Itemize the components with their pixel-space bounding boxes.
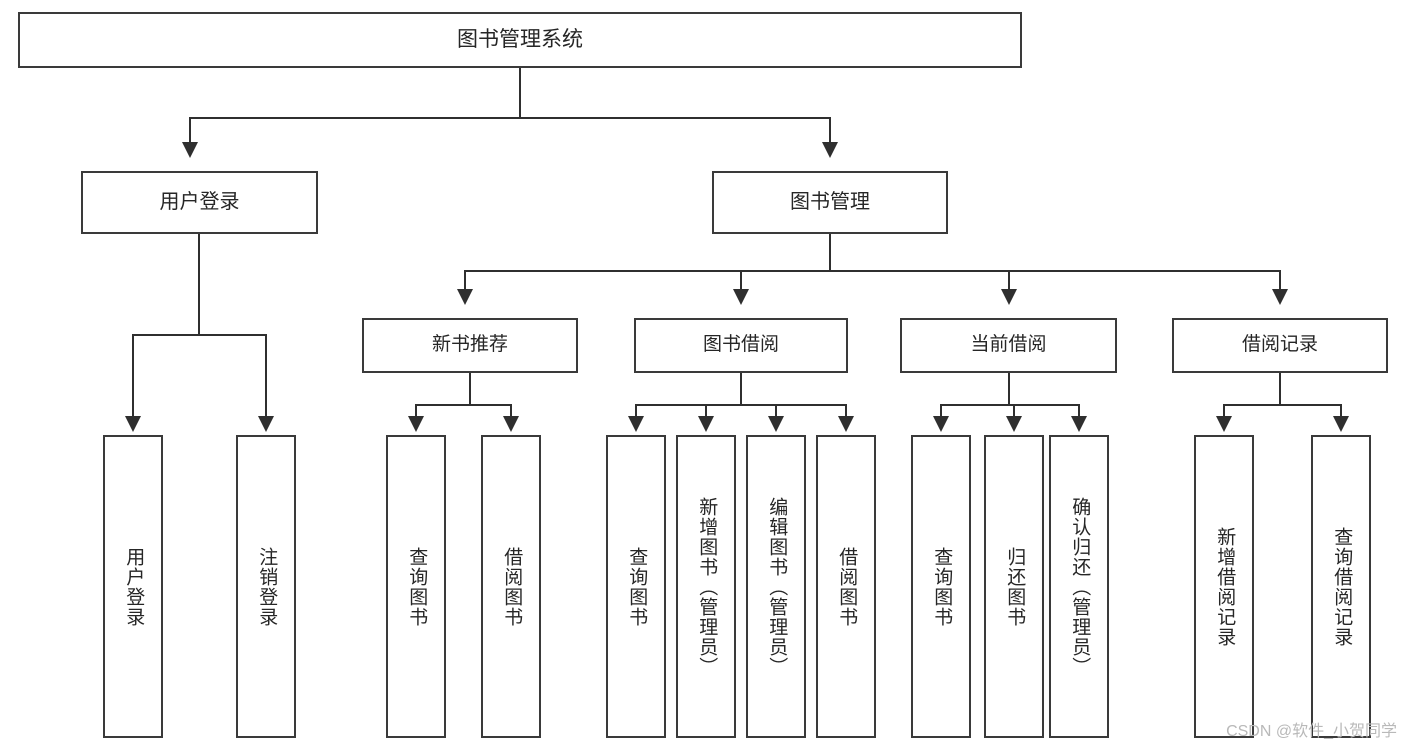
node-book-management[interactable]: 图书管理 — [712, 171, 948, 234]
edge-book-mgmt-bus — [464, 270, 1280, 272]
node-label: 确认归还（管理员） — [1069, 496, 1091, 677]
edge-root-bus — [189, 117, 831, 119]
node-current-borrow[interactable]: 当前借阅 — [900, 318, 1117, 373]
edge-book-mgmt-drop-1 — [464, 270, 466, 291]
arrow-root-to-book-mgmt — [822, 142, 838, 158]
edge-new-book-stem — [469, 373, 471, 405]
leaf-new-book-borrow[interactable]: 借阅图书 — [481, 435, 541, 738]
node-new-book-recommend[interactable]: 新书推荐 — [362, 318, 578, 373]
arrow-book-borrow-leaf-3 — [768, 416, 784, 432]
edge-current-borrow-drop-1 — [940, 404, 942, 418]
edge-book-mgmt-drop-2 — [740, 270, 742, 291]
edge-current-borrow-drop-3 — [1078, 404, 1080, 418]
edge-new-book-drop-1 — [415, 404, 417, 418]
arrow-user-login-leaf-2 — [258, 416, 274, 432]
edge-book-borrow-stem — [740, 373, 742, 405]
node-label: 借阅图书 — [501, 546, 523, 627]
edge-current-borrow-bus — [940, 404, 1079, 406]
edge-borrow-record-bus — [1223, 404, 1341, 406]
node-label: 新书推荐 — [431, 334, 508, 356]
node-label: 借阅图书 — [836, 546, 858, 627]
edge-root-to-book-mgmt — [829, 117, 831, 144]
edge-current-borrow-stem — [1008, 373, 1010, 405]
edge-book-borrow-drop-3 — [775, 404, 777, 418]
arrow-book-mgmt-child-2 — [733, 289, 749, 305]
leaf-current-borrow-confirm[interactable]: 确认归还（管理员） — [1049, 435, 1109, 738]
leaf-borrow-record-query[interactable]: 查询借阅记录 — [1311, 435, 1371, 738]
node-label: 新增借阅记录 — [1214, 526, 1236, 647]
leaf-current-borrow-return[interactable]: 归还图书 — [984, 435, 1044, 738]
leaf-book-borrow-add[interactable]: 新增图书（管理员） — [676, 435, 736, 738]
leaf-borrow-record-add[interactable]: 新增借阅记录 — [1194, 435, 1254, 738]
node-borrow-record[interactable]: 借阅记录 — [1172, 318, 1388, 373]
leaf-current-borrow-query[interactable]: 查询图书 — [911, 435, 971, 738]
edge-user-login-stem — [198, 234, 200, 335]
node-label: 注销登录 — [256, 546, 278, 627]
node-label: 查询借阅记录 — [1331, 526, 1353, 647]
arrow-borrow-record-leaf-2 — [1333, 416, 1349, 432]
edge-root-stem — [519, 68, 521, 118]
leaf-book-borrow-borrow[interactable]: 借阅图书 — [816, 435, 876, 738]
edge-book-mgmt-drop-4 — [1279, 270, 1281, 291]
arrow-current-borrow-leaf-1 — [933, 416, 949, 432]
edge-book-mgmt-drop-3 — [1008, 270, 1010, 291]
node-label: 编辑图书（管理员） — [766, 496, 788, 677]
node-label: 图书借阅 — [702, 334, 779, 356]
node-label: 用户登录 — [123, 546, 145, 627]
node-label: 查询图书 — [406, 546, 428, 627]
edge-book-borrow-drop-2 — [705, 404, 707, 418]
arrow-user-login-leaf-1 — [125, 416, 141, 432]
node-root-system[interactable]: 图书管理系统 — [18, 12, 1022, 68]
arrow-root-to-user-login — [182, 142, 198, 158]
leaf-book-borrow-query[interactable]: 查询图书 — [606, 435, 666, 738]
node-label: 借阅记录 — [1241, 334, 1318, 356]
edge-current-borrow-drop-2 — [1013, 404, 1015, 418]
arrow-new-book-leaf-1 — [408, 416, 424, 432]
edge-book-borrow-bus — [635, 404, 846, 406]
leaf-book-borrow-edit[interactable]: 编辑图书（管理员） — [746, 435, 806, 738]
arrow-book-borrow-leaf-1 — [628, 416, 644, 432]
edge-root-to-user-login — [189, 117, 191, 144]
node-label: 当前借阅 — [970, 334, 1047, 356]
arrow-book-borrow-leaf-2 — [698, 416, 714, 432]
edge-borrow-record-drop-1 — [1223, 404, 1225, 418]
node-label: 查询图书 — [626, 546, 648, 627]
node-label: 图书管理 — [790, 190, 870, 213]
edge-borrow-record-stem — [1279, 373, 1281, 405]
node-label: 图书管理系统 — [457, 27, 583, 51]
arrow-current-borrow-leaf-2 — [1006, 416, 1022, 432]
arrow-current-borrow-leaf-3 — [1071, 416, 1087, 432]
leaf-user-login-login[interactable]: 用户登录 — [103, 435, 163, 738]
arrow-book-borrow-leaf-4 — [838, 416, 854, 432]
edge-user-login-drop-2 — [265, 334, 267, 418]
edge-book-borrow-drop-1 — [635, 404, 637, 418]
arrow-new-book-leaf-2 — [503, 416, 519, 432]
arrow-book-mgmt-child-4 — [1272, 289, 1288, 305]
edge-new-book-drop-2 — [510, 404, 512, 418]
edge-book-mgmt-stem — [829, 234, 831, 271]
node-label: 新增图书（管理员） — [696, 496, 718, 677]
node-label: 用户登录 — [159, 190, 240, 213]
leaf-new-book-query[interactable]: 查询图书 — [386, 435, 446, 738]
arrow-book-mgmt-child-1 — [457, 289, 473, 305]
arrow-borrow-record-leaf-1 — [1216, 416, 1232, 432]
edge-new-book-bus — [415, 404, 511, 406]
node-book-borrow[interactable]: 图书借阅 — [634, 318, 848, 373]
node-label: 归还图书 — [1004, 546, 1026, 627]
edge-user-login-drop-1 — [132, 334, 134, 418]
node-label: 查询图书 — [931, 546, 953, 627]
node-user-login[interactable]: 用户登录 — [81, 171, 318, 234]
edge-borrow-record-drop-2 — [1340, 404, 1342, 418]
edge-book-borrow-drop-4 — [845, 404, 847, 418]
arrow-book-mgmt-child-3 — [1001, 289, 1017, 305]
edge-user-login-bus — [132, 334, 267, 336]
leaf-user-login-logout[interactable]: 注销登录 — [236, 435, 296, 738]
